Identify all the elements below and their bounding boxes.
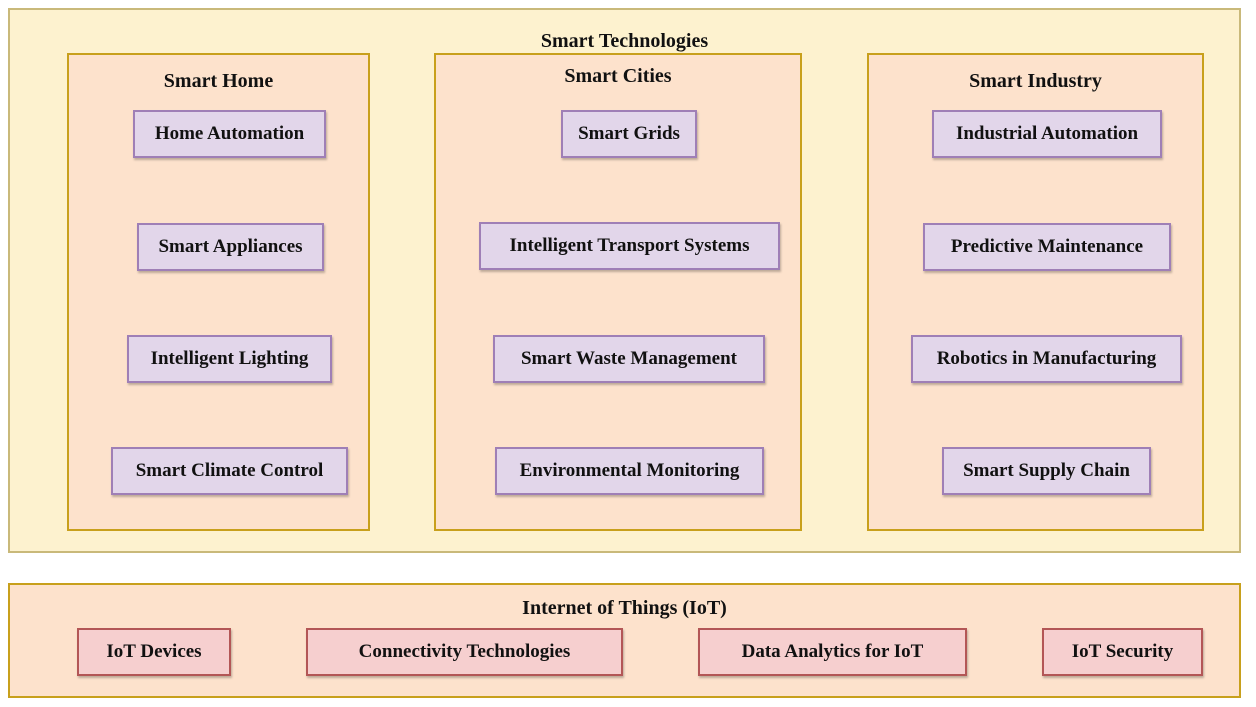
smart-home-title: Smart Home	[163, 70, 274, 92]
robotics-in-manufacturing-box: Robotics in Manufacturing	[911, 335, 1182, 383]
smart-appliances-box: Smart Appliances	[137, 223, 324, 271]
smart-cities-title: Smart Cities	[564, 65, 672, 87]
diagram-title: Smart Technologies	[540, 30, 709, 52]
smart-cities-group: Smart Cities Smart Grids Intelligent Tra…	[434, 53, 802, 531]
industrial-automation-box: Industrial Automation	[932, 110, 1162, 158]
smart-supply-chain-box: Smart Supply Chain	[942, 447, 1151, 495]
iot-container: Internet of Things (IoT) IoT Devices Con…	[8, 583, 1241, 698]
intelligent-lighting-box: Intelligent Lighting	[127, 335, 332, 383]
predictive-maintenance-box: Predictive Maintenance	[923, 223, 1171, 271]
smart-waste-management-box: Smart Waste Management	[493, 335, 765, 383]
smart-technologies-container: Smart Technologies Smart Home Home Autom…	[8, 8, 1241, 553]
iot-security-box: IoT Security	[1042, 628, 1203, 676]
smart-industry-title: Smart Industry	[969, 70, 1102, 92]
smart-grids-box: Smart Grids	[561, 110, 697, 158]
home-automation-box: Home Automation	[133, 110, 326, 158]
intelligent-transport-systems-box: Intelligent Transport Systems	[479, 222, 780, 270]
environmental-monitoring-box: Environmental Monitoring	[495, 447, 764, 495]
smart-industry-group: Smart Industry Industrial Automation Pre…	[867, 53, 1204, 531]
data-analytics-for-iot-box: Data Analytics for IoT	[698, 628, 967, 676]
iot-title: Internet of Things (IoT)	[522, 597, 727, 619]
connectivity-technologies-box: Connectivity Technologies	[306, 628, 623, 676]
iot-devices-box: IoT Devices	[77, 628, 231, 676]
smart-home-group: Smart Home Home Automation Smart Applian…	[67, 53, 370, 531]
smart-climate-control-box: Smart Climate Control	[111, 447, 348, 495]
